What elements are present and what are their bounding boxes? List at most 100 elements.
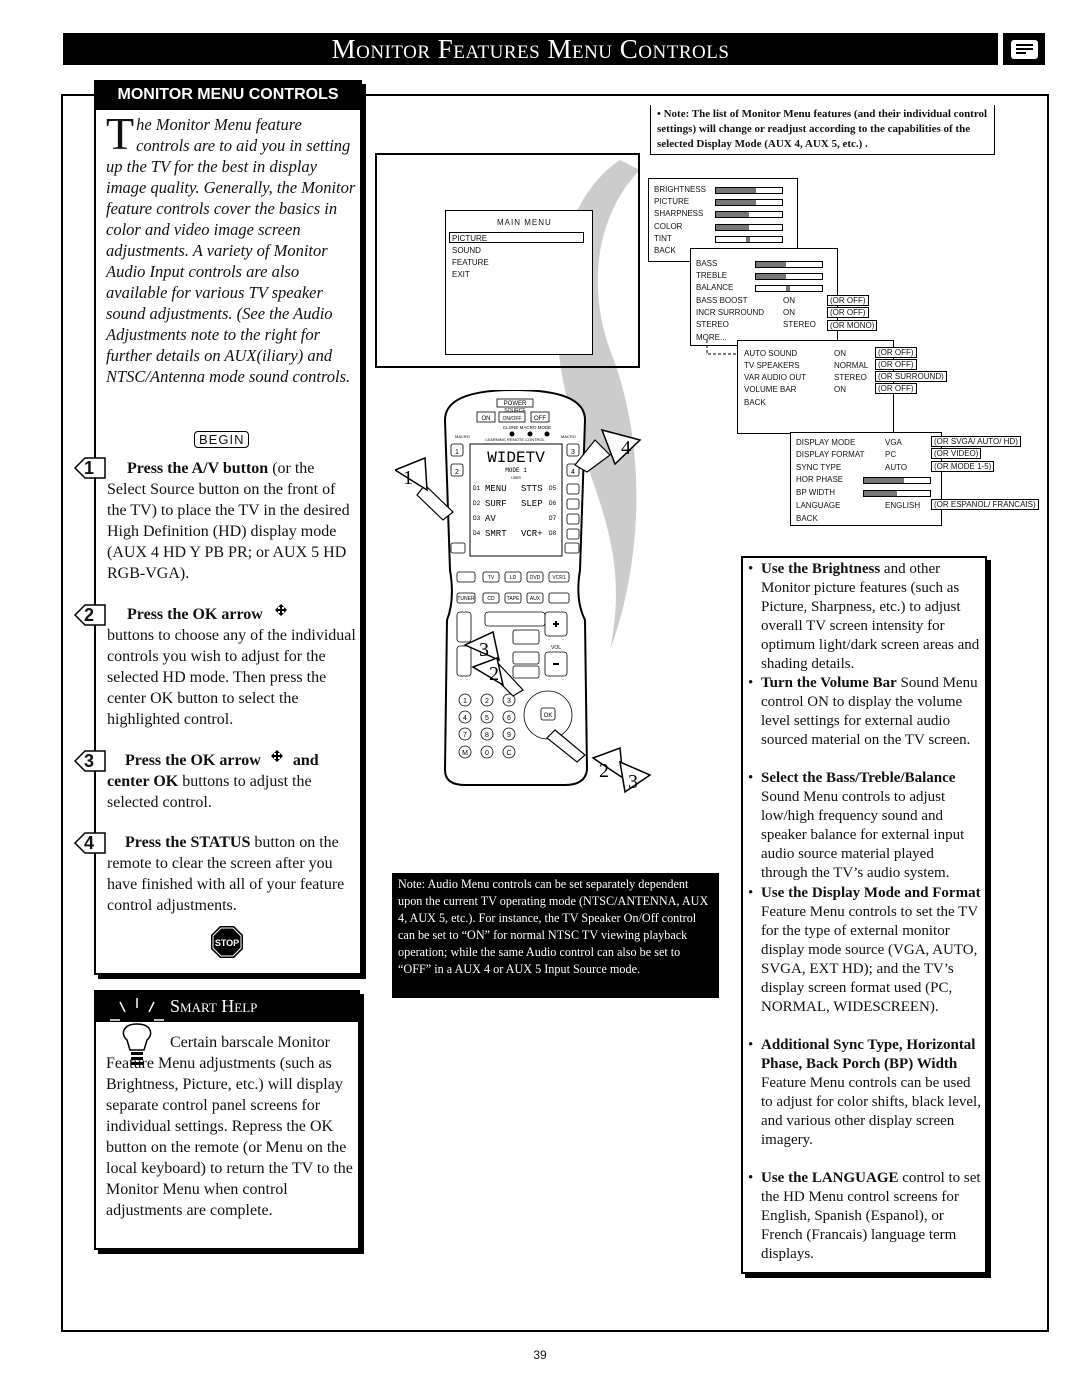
tv-monitor-icon: [1003, 33, 1045, 65]
remote-key-3: 3: [507, 698, 511, 705]
sound-item-label: STEREO: [696, 320, 729, 329]
step-4-marker: 4: [73, 831, 109, 855]
step-3-number: 3: [84, 751, 95, 771]
tip-text: and other Monitor picture features (such…: [761, 561, 980, 672]
remote-screen-cell: D3: [473, 515, 481, 522]
monitor-menu-heading: MONITOR MENU CONTROLS: [94, 80, 362, 110]
main-menu-item-picture: PICTURE: [452, 234, 488, 243]
callout-3b: 3: [628, 771, 638, 793]
main-menu-item-feature: FEATURE: [452, 258, 489, 267]
stop-label: STOP: [215, 938, 239, 948]
picture-item-label: TINT: [654, 234, 672, 243]
step-3-bold: Press the OK arrow: [125, 752, 261, 769]
remote-screen-cell: D8: [549, 530, 557, 537]
tv-speakers-alt: (OR OFF): [875, 359, 917, 370]
step-arrow-icon: [73, 604, 106, 626]
remote-screen-cell: SURF: [485, 499, 507, 509]
callout-3: 3: [479, 639, 489, 661]
monitor-menu-controls-panel: [94, 80, 362, 975]
remote-key-m: M: [462, 750, 468, 757]
audio-item-value: ON: [834, 349, 846, 358]
volume-bar-alt: (OR OFF): [875, 383, 917, 394]
tv-screen-frame: [375, 153, 640, 368]
tip-bold: Turn the Volume Bar: [761, 675, 897, 691]
tip-item: Use the Display Mode and Format Feature …: [746, 884, 982, 1017]
svg-text:2: 2: [455, 469, 459, 476]
tip-text: Sound Menu controls to adjust low/high f…: [761, 789, 965, 881]
page-frame: [61, 94, 1049, 1332]
callout-2b: 2: [599, 760, 609, 782]
treble-bar: [755, 273, 823, 280]
audio-item-value: NORMAL: [834, 361, 869, 370]
step-3-rest: buttons to adjust the selected control.: [107, 773, 312, 811]
tint-bar: [715, 236, 783, 243]
audio-item-label: VOLUME BAR: [744, 385, 797, 394]
remote-key-7: 7: [463, 732, 467, 739]
display-item-label: HOR PHASE: [796, 475, 844, 484]
ok-arrow-icon: [270, 750, 283, 762]
picture-item-label: BRIGHTNESS: [654, 185, 707, 194]
callout-4: 4: [621, 437, 631, 459]
remote-key-label: DVD: [530, 575, 541, 581]
step-arrow-icon: [73, 457, 106, 479]
remote-screen-cell: SLEP: [521, 499, 543, 509]
audio-item-label: AUTO SOUND: [744, 349, 798, 358]
remote-screen-cell: MENU: [485, 484, 507, 494]
tip-bold: Additional Sync Type, Horizontal Phase, …: [761, 1037, 976, 1072]
sound-item-value: ON: [783, 296, 795, 305]
remote-key-label: VCR1: [552, 575, 566, 581]
main-menu-highlight: [449, 232, 584, 243]
bass-boost-alt: (OR OFF): [827, 295, 869, 306]
step-arrow-icon: [73, 832, 106, 854]
step-3-text: Press the OK arrow and center OK buttons…: [107, 750, 357, 813]
remote-ok-label: OK: [544, 713, 553, 719]
audio-menu-note: Note: Audio Menu controls can be set sep…: [392, 873, 719, 998]
display-item-label: BACK: [796, 514, 818, 523]
sound-item-value: ON: [783, 308, 795, 317]
step-3-bold-2: center OK: [107, 773, 179, 790]
tip-text: Feature Menu controls to set the TV for …: [761, 904, 978, 1015]
stereo-alt: (OR MONO): [827, 320, 878, 331]
var-audio-out-alt: (OR SURROUND): [875, 371, 947, 382]
remote-key-label: AUX: [530, 596, 541, 602]
picture-item-label: BACK: [654, 246, 676, 255]
remote-screen-cell: STTS: [521, 484, 543, 494]
audio-item-value: ON: [834, 385, 846, 394]
bass-bar: [755, 261, 823, 268]
remote-key-4: 4: [463, 715, 467, 722]
step-4-text: Press the STATUS button on the remote to…: [107, 832, 357, 916]
audio-item-label: TV SPEAKERS: [744, 361, 800, 370]
remote-screen-cell: D7: [549, 515, 557, 522]
brightness-bar: [715, 187, 783, 194]
remote-screen-cell: D5: [549, 485, 557, 492]
tip-text: control to set the HD Menu control scree…: [761, 1170, 981, 1262]
step-1-text: Press the A/V button (or the Select Sour…: [107, 458, 357, 584]
step-2-rest: buttons to choose any of the individual …: [107, 627, 356, 728]
display-item-value: VGA: [885, 438, 902, 447]
tip-text: Sound Menu control ON to display the vol…: [761, 675, 978, 748]
remote-screen-user: USER: [511, 477, 521, 481]
svg-text:4: 4: [571, 469, 575, 476]
intro-text: he Monitor Menu feature controls are to …: [106, 115, 356, 386]
remote-clone-label: CLONE MACRO MODE: [503, 425, 551, 430]
hor-phase-bar: [863, 477, 931, 484]
remote-key-9: 9: [507, 732, 511, 739]
step-2-marker: 2: [73, 603, 109, 627]
callout-2: 2: [489, 663, 499, 685]
remote-on-label: ON: [482, 416, 491, 422]
display-item-label: BP WIDTH: [796, 488, 835, 497]
picture-item-label: SHARPNESS: [654, 209, 704, 218]
remote-key-label: TUNER: [457, 596, 475, 602]
display-item-value: PC: [885, 450, 897, 459]
remote-key-label: CD: [487, 596, 495, 602]
picture-item-label: COLOR: [654, 222, 683, 231]
auto-sound-alt: (OR OFF): [875, 347, 917, 358]
remote-key-8: 8: [485, 732, 489, 739]
remote-off-label: OFF: [534, 416, 546, 422]
remote-macro-right: MACRO: [561, 434, 576, 439]
remote-screen-mode: MODE 1: [505, 467, 527, 474]
tip-item: Turn the Volume Bar Sound Menu control O…: [746, 674, 982, 750]
sync-type-alt: (OR MODE 1-5): [931, 461, 995, 472]
tip-bold: Use the LANGUAGE: [761, 1170, 899, 1186]
step-4-bold: Press the STATUS: [125, 834, 251, 851]
